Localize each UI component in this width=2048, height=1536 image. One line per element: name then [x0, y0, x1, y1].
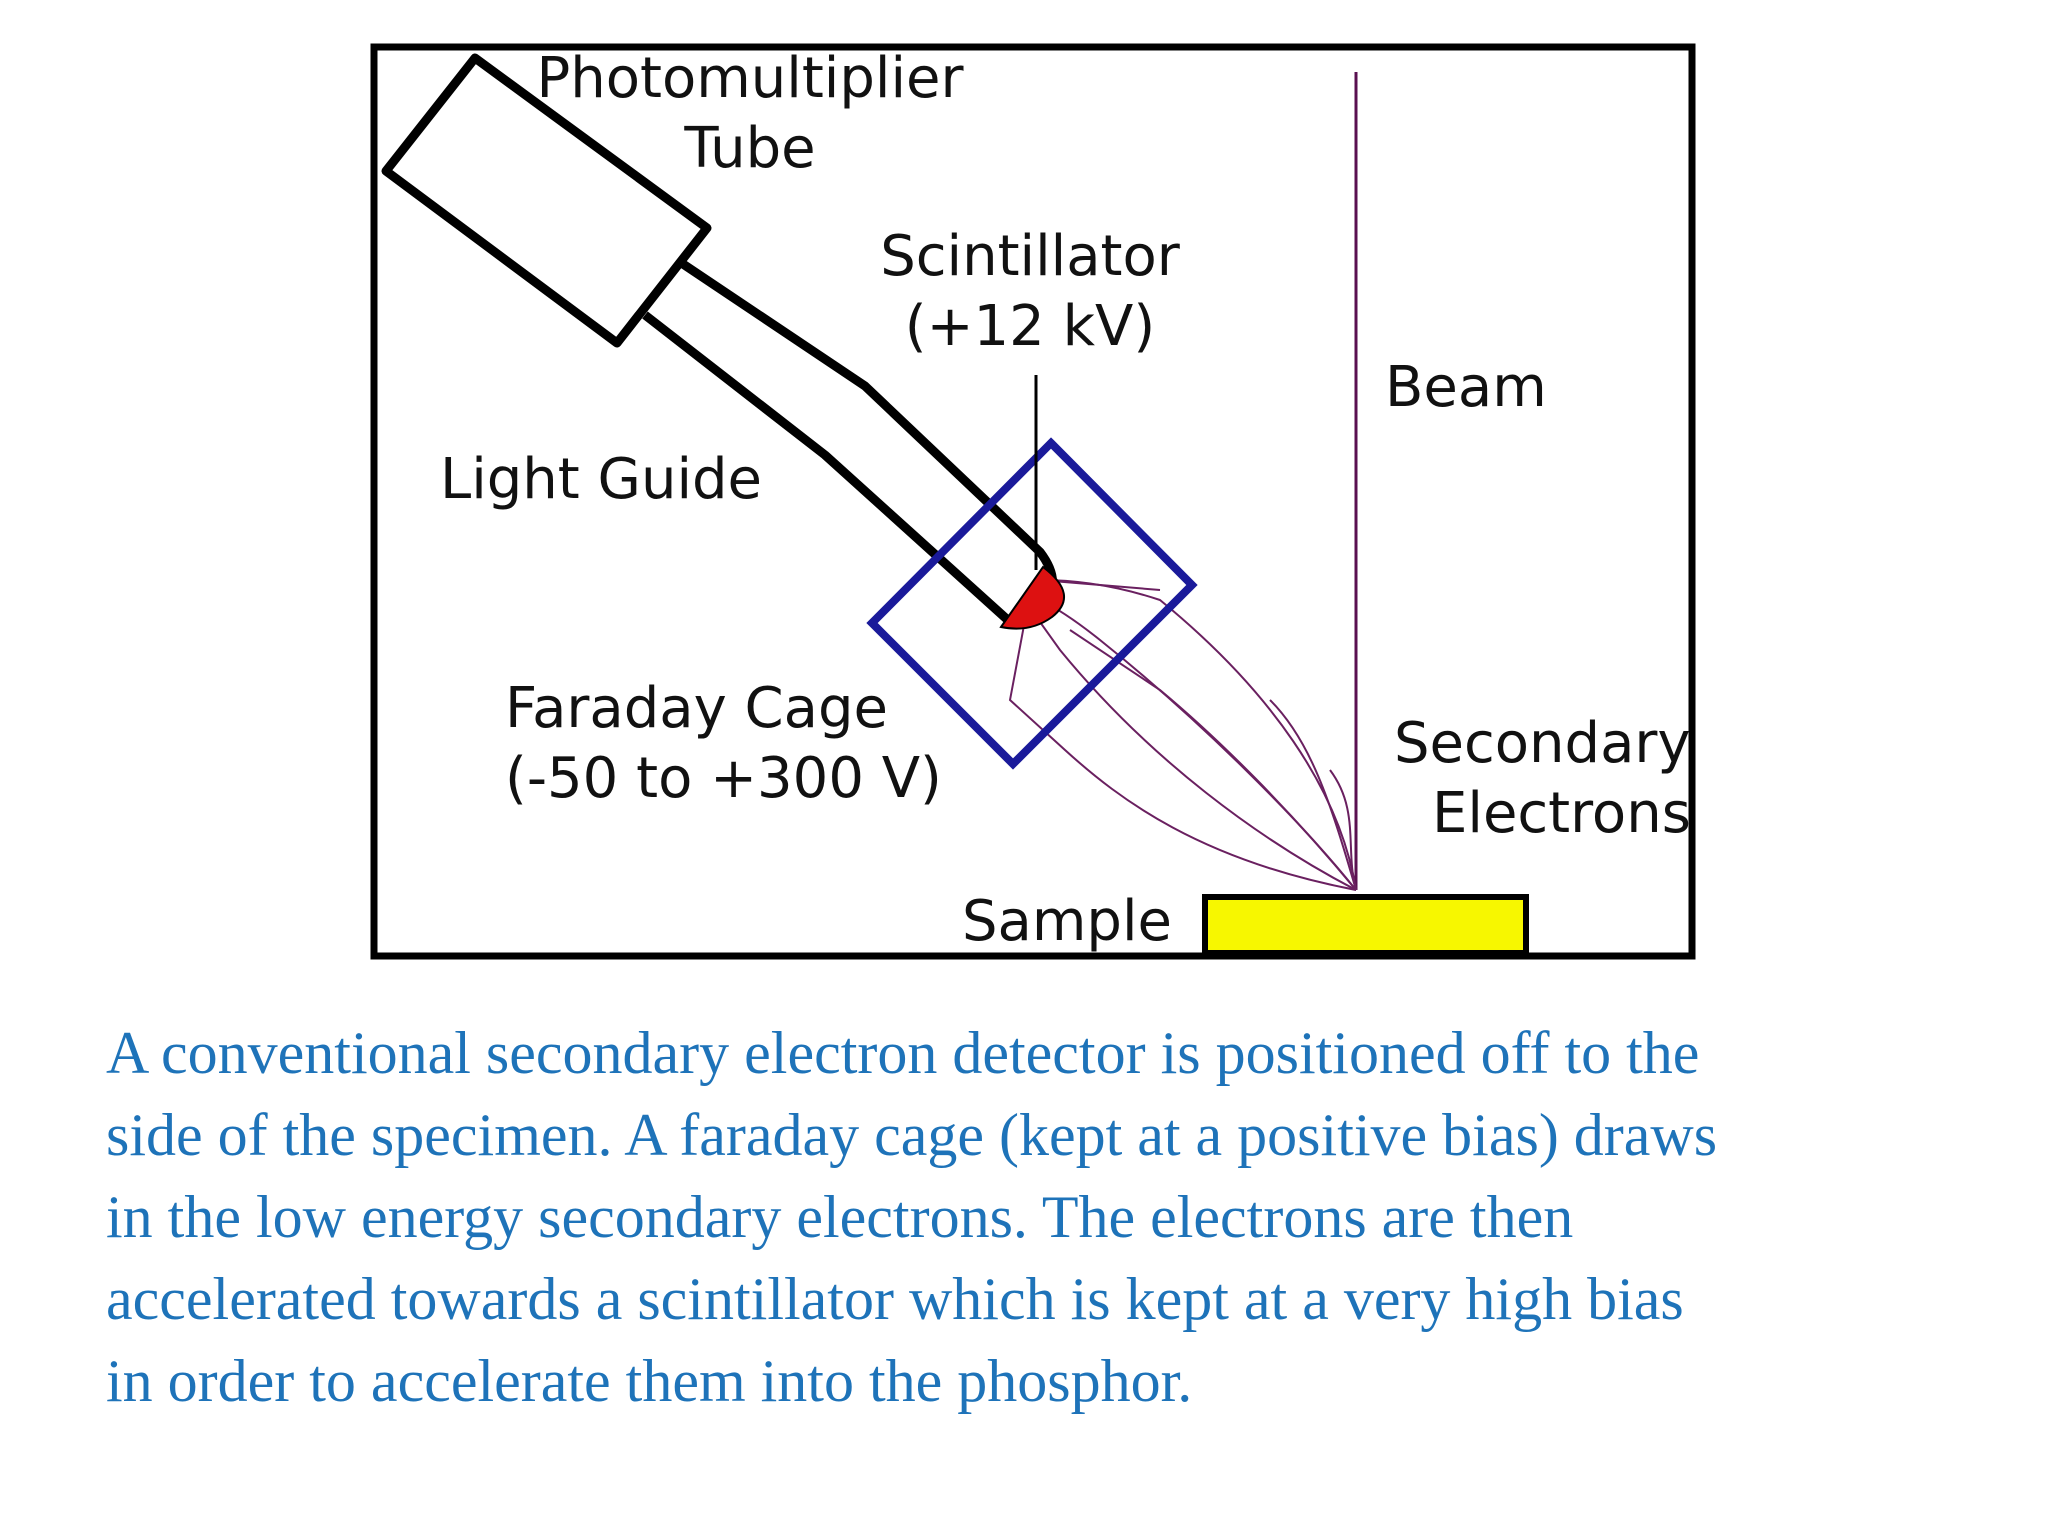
- sample: [1202, 894, 1529, 956]
- label-scintillator-voltage: (+12 kV): [905, 294, 1155, 359]
- label-faraday-voltage: (-50 to +300 V): [505, 746, 942, 811]
- label-scintillator: Scintillator: [880, 224, 1181, 289]
- label-sample: Sample: [962, 889, 1172, 954]
- label-photomultiplier: Photomultiplier: [537, 46, 965, 111]
- label-beam: Beam: [1385, 355, 1547, 420]
- caption-line: side of the specimen. A faraday cage (ke…: [106, 1102, 1718, 1168]
- label-faraday-cage: Faraday Cage: [505, 676, 888, 741]
- label-tube: Tube: [683, 116, 815, 181]
- caption-line: A conventional secondary electron detect…: [106, 1020, 1700, 1086]
- secondary-electron-paths: [1008, 579, 1357, 891]
- faraday-cage: [866, 437, 1198, 770]
- caption-line: in the low energy secondary electrons. T…: [106, 1184, 1574, 1250]
- label-secondary: Secondary: [1394, 711, 1691, 776]
- label-light-guide: Light Guide: [440, 447, 762, 512]
- scintillator: [999, 565, 1066, 630]
- caption-line: in order to accelerate them into the pho…: [106, 1348, 1193, 1414]
- caption-line: accelerated towards a scintillator which…: [106, 1266, 1684, 1332]
- label-electrons: Electrons: [1432, 781, 1691, 846]
- caption: A conventional secondary electron detect…: [106, 1012, 2006, 1422]
- photomultiplier-tube: [381, 53, 712, 348]
- detector-diagram: Photomultiplier Tube Scintillator (+12 k…: [370, 43, 1696, 960]
